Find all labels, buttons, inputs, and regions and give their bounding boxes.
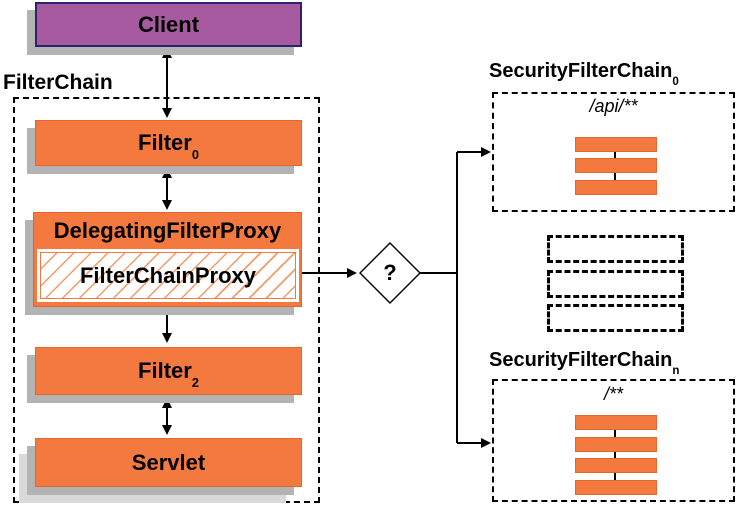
- securityfilterchain0-url-pattern: /api/**: [589, 96, 638, 116]
- securityfilterchain0-title-sub: 0: [672, 74, 679, 88]
- decision-diamond: [359, 242, 421, 304]
- securityfilterchainn-title-sub: n: [672, 363, 680, 377]
- ellipsis-chain-box: [547, 304, 684, 332]
- client-label: Client: [137, 11, 200, 37]
- client-box: Client: [35, 2, 302, 47]
- filter0-label-sub: 0: [191, 146, 199, 162]
- filter0-label-base: Filter: [138, 130, 192, 155]
- securityfilterchainn-box: [492, 379, 735, 502]
- ellipsis-chain-box: [547, 235, 684, 263]
- security-filter-bar: [575, 437, 657, 452]
- security-filter-bar: [575, 458, 657, 473]
- securityfilterchain0-box: [492, 92, 735, 212]
- securityfilterchainn-url-pattern: /**: [603, 384, 623, 404]
- security-filter-bar: [575, 180, 657, 195]
- securityfilterchain0-title-base: SecurityFilterChain: [489, 60, 673, 82]
- securityfilterchainn-title: SecurityFilterChainn: [489, 349, 679, 376]
- filter2-box: Filter2: [35, 347, 302, 395]
- filter-chain-proxy-box: FilterChainProxy: [40, 252, 296, 299]
- filter2-label-base: Filter: [138, 358, 192, 383]
- servlet-label: Servlet: [131, 449, 206, 475]
- security-filter-bar: [575, 137, 657, 152]
- filter2-label: Filter2: [138, 358, 199, 388]
- security-filter-bar: [575, 158, 657, 173]
- servlet-box: Servlet: [35, 438, 302, 487]
- filter0-label: Filter0: [138, 130, 199, 160]
- delegating-filter-proxy-label: DelegatingFilterProxy: [53, 218, 282, 243]
- filter2-label-sub: 2: [191, 374, 199, 390]
- security-filter-bar: [575, 480, 657, 495]
- filterchain-label: FilterChain: [3, 71, 113, 94]
- securityfilterchain0-title: SecurityFilterChain0: [489, 60, 679, 87]
- filter0-box: Filter0: [35, 120, 302, 166]
- ellipsis-chain-box: [547, 270, 684, 298]
- securityfilterchainn-title-base: SecurityFilterChain: [489, 349, 673, 371]
- filterchain-container: [13, 97, 320, 503]
- security-filter-bar: [575, 415, 657, 430]
- filter-chain-proxy-label: FilterChainProxy: [79, 262, 257, 288]
- decision-question-label: ?: [383, 260, 397, 285]
